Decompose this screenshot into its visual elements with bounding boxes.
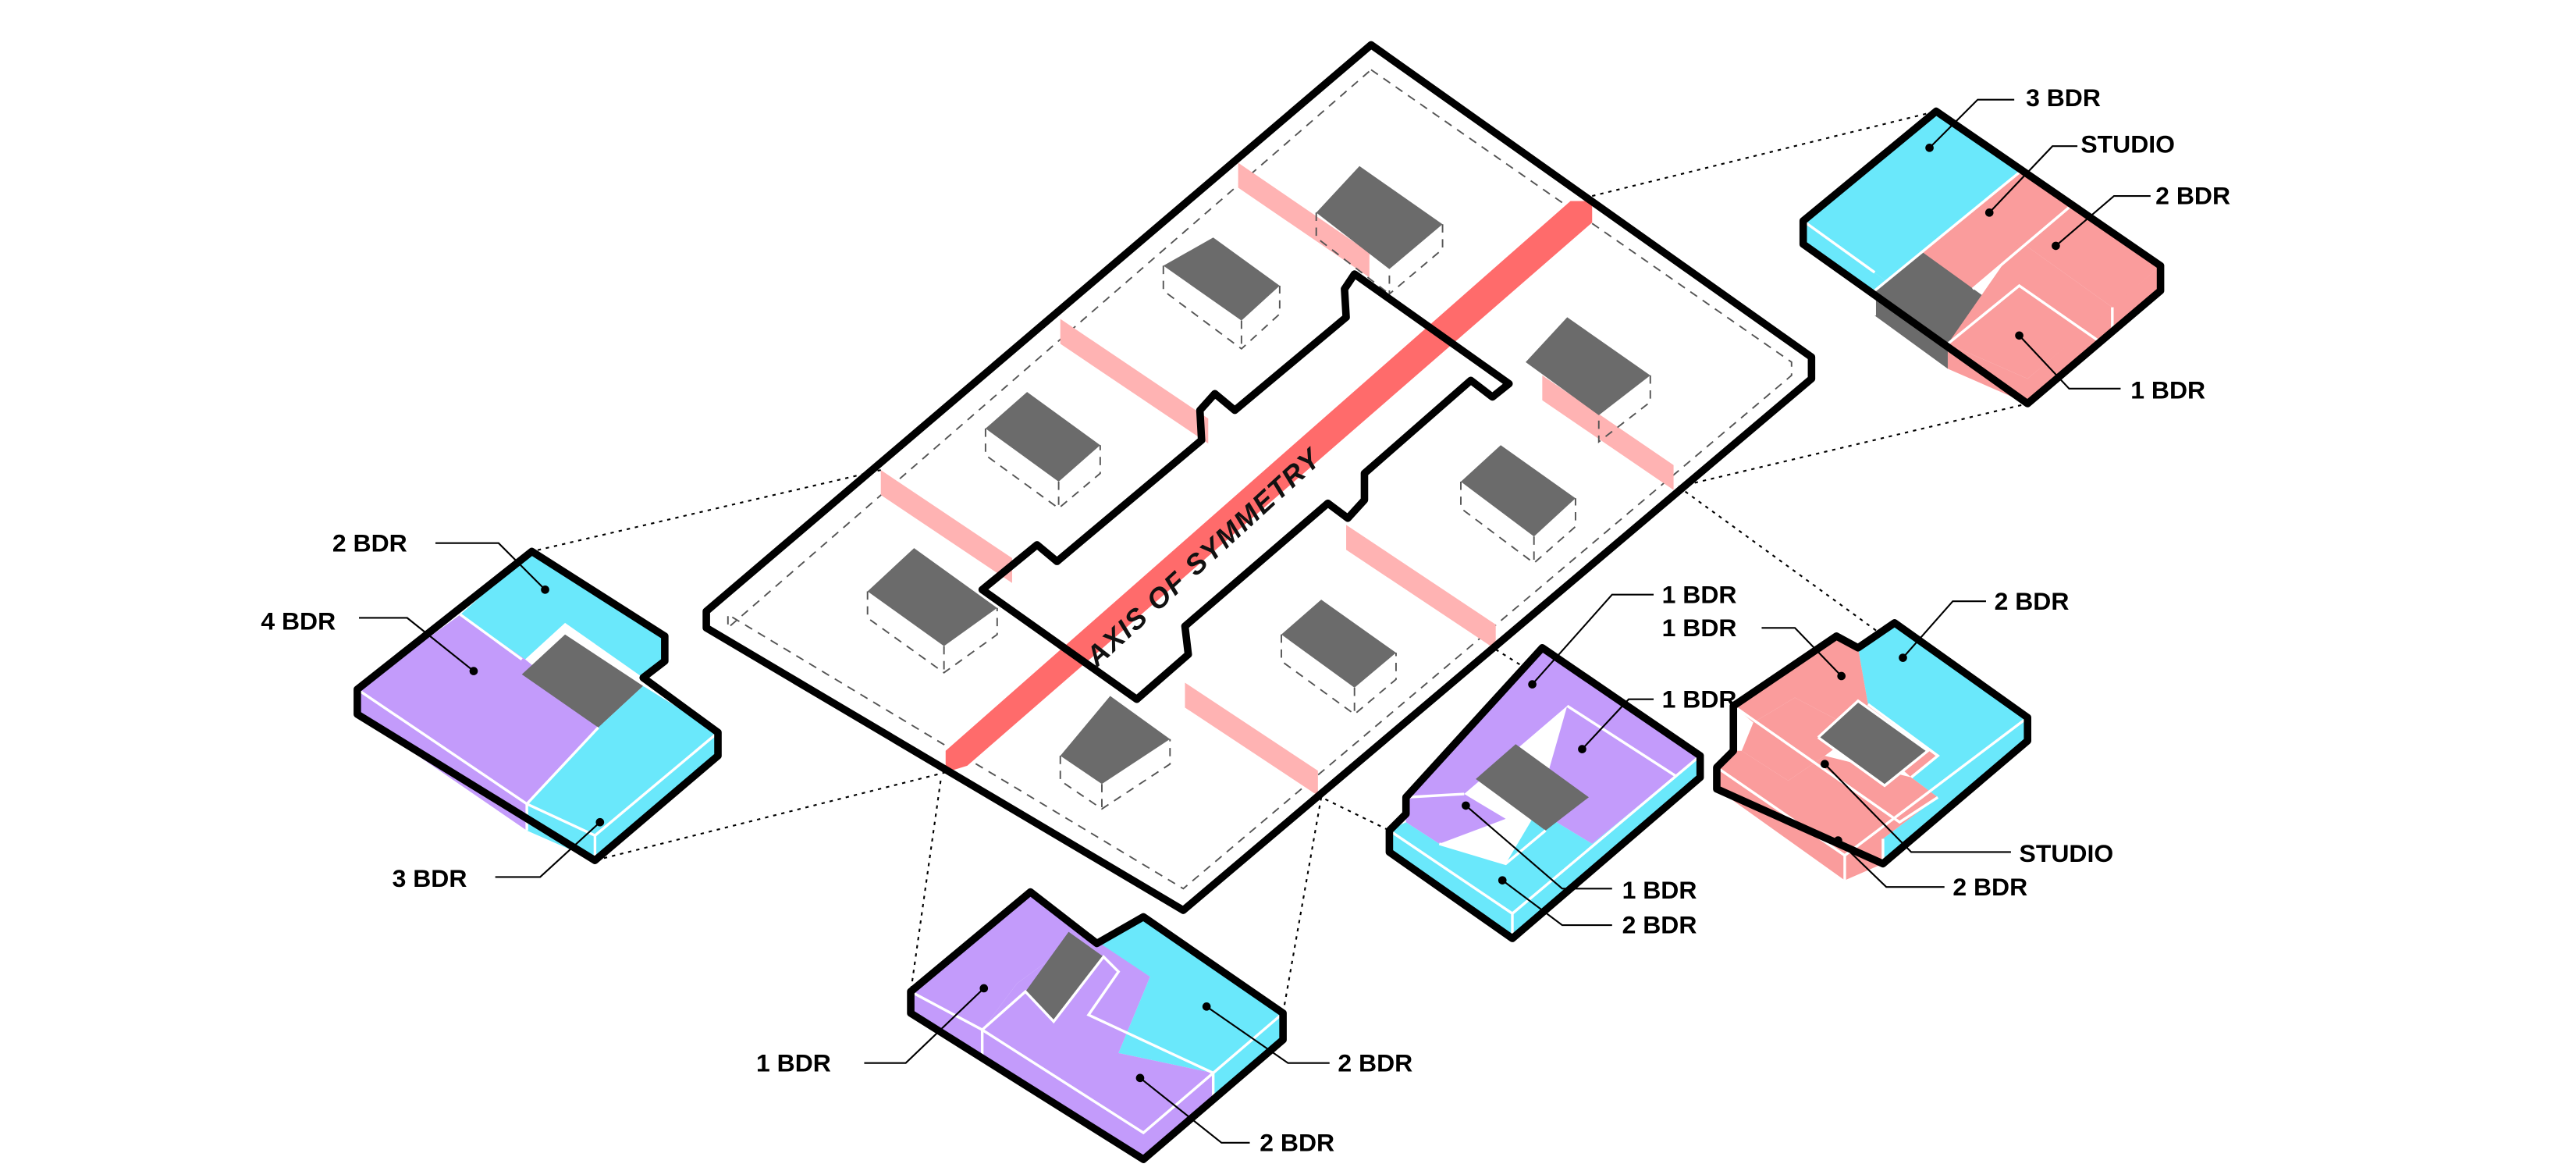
label-2bdr: 2 BDR xyxy=(1622,911,1697,939)
label-1bdr: 1 BDR xyxy=(756,1048,831,1077)
unit-1bdr xyxy=(911,892,1085,1030)
unit-1bdr-left xyxy=(1405,794,1506,844)
platform-setback-line xyxy=(727,69,1793,890)
core-block xyxy=(1162,237,1281,351)
module-outline xyxy=(354,547,722,864)
cross-stripe xyxy=(1060,319,1209,444)
unit-2bdr xyxy=(1857,622,2028,864)
core xyxy=(1476,744,1589,831)
unit-1bdr-top xyxy=(1405,647,1700,798)
axis-of-symmetry-band xyxy=(945,201,1593,773)
central-courtyard-outline xyxy=(978,270,1513,703)
unit-1bdr xyxy=(1947,240,2112,379)
core-block xyxy=(866,548,998,674)
unit-studio xyxy=(1741,697,1858,781)
module-outline xyxy=(1713,619,2031,868)
module-outline xyxy=(1385,644,1704,942)
module-left: 2 BDR 4 BDR 3 BDR xyxy=(261,529,722,892)
label-2bdr: 2 BDR xyxy=(2155,182,2230,210)
label-1bdr: 1 BDR xyxy=(2130,376,2205,404)
label-2bdr-lower: 2 BDR xyxy=(1952,873,2027,901)
core-block xyxy=(1315,166,1444,296)
label-3bdr: 3 BDR xyxy=(393,864,467,892)
cross-stripe xyxy=(1238,162,1370,278)
core-block xyxy=(984,392,1101,510)
core xyxy=(1817,700,1928,786)
unit-3bdr xyxy=(1803,111,2021,283)
label-2bdr: 2 BDR xyxy=(1995,587,2070,615)
core-block xyxy=(1460,445,1576,564)
labels: 2 BDR 1 BDR STUDIO 2 BDR xyxy=(1662,587,2114,901)
label-3bdr: 3 BDR xyxy=(2026,84,2101,112)
label-studio: STUDIO xyxy=(2020,839,2114,867)
unit-studio xyxy=(1923,171,2071,290)
cross-stripe xyxy=(1542,375,1674,490)
core-block xyxy=(1526,317,1651,443)
module-middle-right: 1 BDR 1 BDR 1 BDR 2 BDR xyxy=(1385,580,1737,942)
label-1bdr: 1 BDR xyxy=(1662,614,1737,642)
core xyxy=(1025,931,1104,1022)
module-outline xyxy=(1799,107,2165,408)
cross-axis-stripes xyxy=(880,162,1674,796)
core-block xyxy=(1059,696,1171,810)
unit-3bdr xyxy=(527,685,719,836)
label-1bdr-top: 1 BDR xyxy=(1662,580,1737,608)
labels: 1 BDR 1 BDR 1 BDR 2 BDR xyxy=(1462,580,1737,939)
core xyxy=(521,634,644,728)
label-2bdr: 2 BDR xyxy=(1338,1048,1412,1077)
labels: 2 BDR 4 BDR 3 BDR xyxy=(261,529,605,892)
label-2bdr-lower: 2 BDR xyxy=(1260,1128,1334,1156)
module-top-right: 3 BDR STUDIO 2 BDR 1 BDR xyxy=(1799,84,2230,423)
label-1bdr-mid: 1 BDR xyxy=(1662,685,1737,713)
module-bottom: 1 BDR 2 BDR 2 BDR xyxy=(756,888,1412,1163)
label-2bdr: 2 BDR xyxy=(332,529,407,557)
cross-stripe xyxy=(880,470,1012,583)
unit-2bdr xyxy=(1972,205,2161,308)
module-far-right: 2 BDR 1 BDR STUDIO 2 BDR xyxy=(1662,587,2114,901)
unit-2bdr xyxy=(1096,917,1284,1073)
label-studio: STUDIO xyxy=(2080,130,2175,158)
unit-2bdr xyxy=(1389,756,1700,939)
unit-2bdr xyxy=(460,551,665,678)
label-4bdr: 4 BDR xyxy=(261,607,336,635)
module-outline xyxy=(907,888,1287,1163)
labels: 3 BDR STUDIO 2 BDR 1 BDR xyxy=(1925,84,2230,404)
building-cores xyxy=(866,166,1651,810)
core-block xyxy=(1281,600,1397,716)
platform-outline xyxy=(702,41,1816,914)
cross-stripe xyxy=(1185,682,1318,796)
labels: 1 BDR 2 BDR 2 BDR xyxy=(756,984,1412,1156)
cross-stripe xyxy=(1346,525,1496,650)
label-1bdr-low: 1 BDR xyxy=(1622,876,1697,904)
